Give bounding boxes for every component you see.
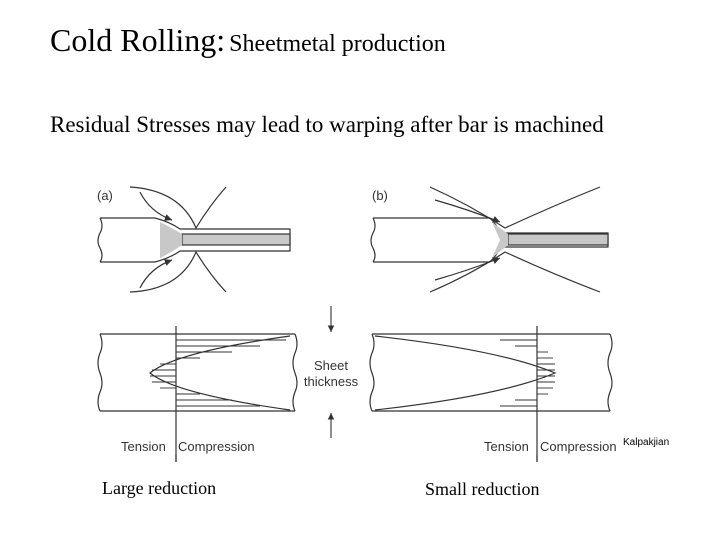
stress-left	[97, 326, 298, 462]
rotation-arrow-b-bottom	[434, 257, 501, 281]
tension-right: Tension	[484, 439, 529, 454]
label-b: (b)	[372, 188, 388, 203]
wedge-a-shade	[160, 222, 182, 258]
caption-large-reduction: Large reduction	[102, 478, 217, 498]
stress-curve-right	[374, 335, 557, 411]
roll-a-top	[129, 186, 227, 230]
rotation-arrow-b-top	[434, 199, 501, 223]
figure-credit: Kalpakjian	[623, 437, 670, 448]
caption-small-reduction: Small reduction	[425, 479, 540, 499]
sheet-thickness-line2: thickness	[304, 374, 359, 389]
compression-left: Compression	[178, 439, 255, 454]
title-main: Cold Rolling:	[50, 22, 226, 58]
wedge-b-shade	[492, 222, 508, 258]
title-sub: Sheetmetal production	[229, 31, 446, 57]
slide-title: Cold Rolling: Sheetmetal production	[50, 22, 446, 59]
strip-a-break	[97, 217, 103, 263]
sheet-left-break-right	[292, 333, 298, 412]
sheet-left-break	[97, 333, 103, 412]
label-a: (a)	[97, 188, 113, 203]
roll-a-bottom	[129, 250, 227, 293]
sheet-right-break	[369, 333, 375, 412]
stress-curve-left	[149, 335, 291, 411]
sheet-right-break-right	[607, 333, 613, 412]
tension-left: Tension	[121, 439, 166, 454]
panel-a-rolling	[97, 186, 291, 293]
roll-b-bottom	[429, 251, 601, 293]
hatch-right	[500, 339, 555, 407]
sheet-b-shade	[507, 233, 609, 246]
strip-b-break	[370, 217, 376, 263]
slide-subtitle: Residual Stresses may lead to warping af…	[50, 112, 604, 137]
rotation-arrow-a-top	[139, 191, 173, 221]
sheet-thickness-line1: Sheet	[314, 358, 348, 373]
sheet-a-shade	[181, 233, 291, 246]
stress-right	[369, 326, 613, 462]
roll-b-top	[429, 186, 601, 229]
hatch-left	[150, 339, 286, 407]
panel-b-rolling	[370, 186, 609, 293]
rotation-arrow-a-bottom	[139, 259, 173, 289]
compression-right: Compression	[540, 439, 617, 454]
